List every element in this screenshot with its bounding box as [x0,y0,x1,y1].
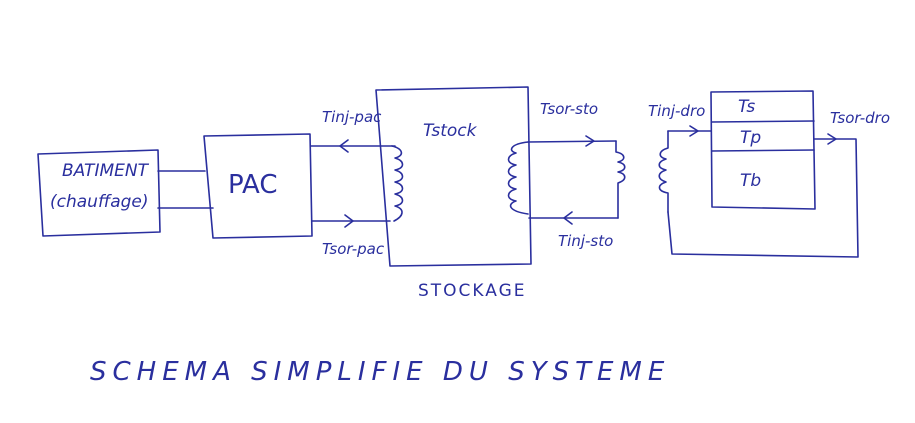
tinj-sto-label: Tinj-sto [558,232,613,250]
coil-external [615,140,626,219]
coil-dro [658,130,669,213]
pac-box [203,133,313,239]
arrow-tinj-dro [689,125,699,137]
pipe-tsor-sto [527,140,617,143]
arrow-tsor-pac [344,214,354,228]
coil-right [507,141,529,215]
batiment-box [37,149,161,237]
arrow-tinj-pac [339,139,349,153]
pipe-dro-return [667,138,859,258]
batiment-sublabel: (chauffage) [50,192,149,212]
tinj-dro-label: Tinj-dro [648,102,705,120]
ts-label: Ts [738,97,755,117]
dro-divider-2 [711,149,815,152]
tsor-sto-label: Tsor-sto [540,100,598,118]
arrow-tsor-sto [585,135,595,147]
tb-label: Tb [740,171,761,191]
stockage-tank [375,86,532,267]
diagram-caption: SCHEMA SIMPLIFIE DU SYSTEME [90,357,670,387]
tp-label: Tp [740,128,761,148]
tinj-pac-label: Tinj-pac [322,108,382,126]
tsor-pac-label: Tsor-pac [322,240,385,258]
coil-left [391,145,404,222]
pac-label: PAC [228,170,278,200]
arrow-tsor-dro [827,133,837,145]
batiment-label: BATIMENT [62,161,150,181]
tsor-dro-label: Tsor-dro [830,109,890,127]
stockage-label: STOCKAGE [418,281,527,301]
tstock-label: Tstock [423,121,478,141]
arrow-tinj-sto [563,211,573,225]
dro-box [710,90,816,210]
dro-divider-1 [711,120,815,123]
